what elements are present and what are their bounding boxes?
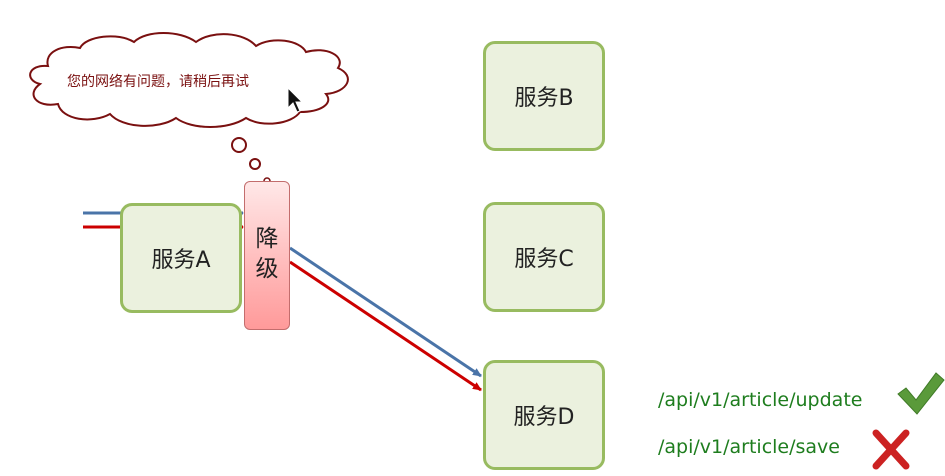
- service-a-box: 服务A: [120, 203, 242, 313]
- cross-icon: [872, 429, 910, 470]
- outgoing-arrow-blue: [289, 246, 482, 378]
- api-update-path: /api/v1/article/update: [658, 389, 863, 411]
- service-b-box: 服务B: [483, 41, 605, 151]
- check-icon: [897, 372, 945, 415]
- service-d-label: 服务D: [513, 405, 575, 430]
- service-d-box: 服务D: [483, 360, 605, 470]
- thought-cloud: [29, 32, 349, 128]
- thought-bubble-medium: [249, 158, 261, 170]
- service-a-label: 服务A: [151, 248, 211, 273]
- degrade-label-line2: 级: [255, 256, 279, 282]
- degrade-box: 降 级: [244, 181, 290, 330]
- outgoing-arrow-red: [289, 260, 482, 392]
- cloud-message: 您的网络有问题，请稍后再试: [67, 74, 249, 90]
- service-b-label: 服务B: [514, 86, 574, 111]
- api-save-path: /api/v1/article/save: [658, 436, 840, 458]
- service-c-label: 服务C: [514, 247, 574, 272]
- mouse-cursor-icon: [287, 86, 304, 113]
- thought-bubble-large: [231, 137, 247, 153]
- service-c-box: 服务C: [483, 202, 605, 312]
- degrade-label-line1: 降: [255, 226, 279, 252]
